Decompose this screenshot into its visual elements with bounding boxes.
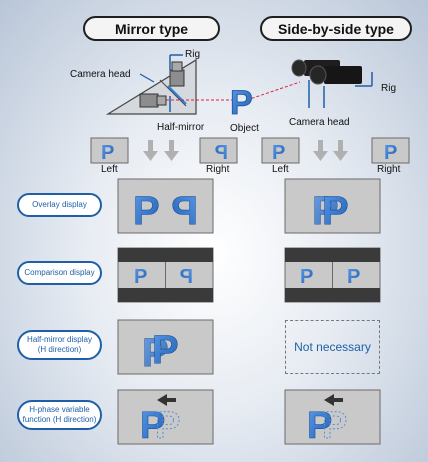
- row-label-h-phase-variable: H-phase variable function (H direction): [17, 400, 102, 430]
- label-half-mirror: Half-mirror: [157, 122, 205, 133]
- side-camera-right-icon: [309, 65, 362, 85]
- h-phase-panel-mirror: P P: [117, 389, 214, 448]
- row-label-overlay-display: Overlay display: [17, 193, 102, 217]
- svg-text:P: P: [152, 328, 179, 372]
- label-rig-right: Rig: [381, 83, 397, 94]
- header-mirror-type: Mirror type: [83, 16, 220, 41]
- svg-text:P: P: [272, 142, 285, 164]
- svg-text:P: P: [134, 266, 147, 288]
- half-mirror-icon: [167, 85, 187, 105]
- label-left-side: Left: [272, 164, 289, 175]
- arrow-left-icon: [324, 394, 334, 406]
- header-side-by-side-type: Side-by-side type: [260, 16, 412, 41]
- svg-text:P: P: [101, 142, 114, 164]
- row-label-text: Overlay display: [32, 200, 87, 209]
- svg-text:P: P: [215, 142, 228, 164]
- svg-text:P: P: [312, 189, 339, 233]
- label-right-mirror: Right: [206, 164, 230, 175]
- row-label-subtext: function (H direction): [22, 415, 97, 424]
- overlay-panel-mirror: [117, 178, 214, 234]
- label-right-side: Right: [377, 164, 401, 175]
- label-object: Object: [230, 123, 259, 134]
- svg-text:P: P: [180, 266, 193, 288]
- row-label-text: Half-mirror display: [27, 335, 92, 344]
- source-left-side: P: [261, 137, 300, 164]
- svg-text:P: P: [384, 142, 397, 164]
- svg-text:P: P: [322, 189, 349, 233]
- svg-text:P: P: [133, 189, 160, 233]
- svg-text:P: P: [142, 331, 169, 375]
- label-camera-head-left: Camera head: [70, 69, 131, 80]
- label-left-mirror: Left: [101, 164, 118, 175]
- arrow-left-icon: [157, 394, 167, 406]
- label-rig-left: Rig: [185, 49, 201, 60]
- comparison-panel-mirror: P P: [117, 247, 214, 303]
- mirror-camera-side-icon: [139, 93, 167, 108]
- source-right-side: P: [371, 137, 410, 164]
- object-glyph: P: [230, 84, 253, 122]
- half-mirror-panel-mirror: [117, 319, 214, 375]
- label-camera-head-right: Camera head: [289, 117, 350, 128]
- svg-text:P: P: [300, 266, 313, 288]
- h-phase-panel-side: P P: [284, 389, 381, 448]
- not-necessary-text: Not necessary: [294, 340, 371, 354]
- row-label-subtext: (H direction): [37, 345, 82, 354]
- mirror-camera-top-icon: [169, 61, 185, 87]
- source-right-mirror: P: [199, 137, 238, 164]
- arrows-down-side: [313, 140, 348, 161]
- svg-text:P: P: [155, 405, 180, 447]
- source-left-mirror: P: [90, 137, 129, 164]
- row-label-text: Comparison display: [24, 268, 95, 277]
- not-necessary-box: Not necessary: [285, 320, 380, 374]
- svg-text:P: P: [140, 405, 165, 447]
- svg-text:P: P: [307, 405, 332, 447]
- row-label-text: H-phase variable: [29, 405, 90, 414]
- svg-text:P: P: [322, 405, 347, 447]
- svg-text:P: P: [347, 266, 360, 288]
- row-label-half-mirror-display: Half-mirror display (H direction): [17, 330, 102, 360]
- row-label-comparison-display: Comparison display: [17, 261, 102, 285]
- overlay-panel-side: [284, 178, 381, 234]
- arrows-down-mirror: [143, 140, 179, 161]
- comparison-panel-side: P P: [284, 247, 381, 303]
- svg-text:P: P: [171, 189, 198, 233]
